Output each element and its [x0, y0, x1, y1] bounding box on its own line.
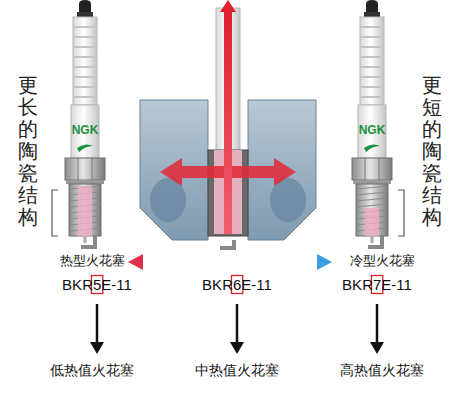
model-number: BKR5E-11 — [62, 276, 132, 294]
heat-value-label: 中热值火花塞 — [195, 362, 279, 379]
heat-value-label: 高热值火花塞 — [340, 362, 424, 379]
model-number: BKR7E-11 — [342, 276, 412, 294]
type-label: 冷型火花塞 — [350, 253, 415, 269]
brand-logo: NGK — [72, 123, 99, 137]
side-note: 更长的陶瓷结构 — [18, 74, 38, 228]
brand-logo: NGK — [359, 123, 386, 137]
heat-value-label: 低热值火花塞 — [50, 362, 134, 379]
type-label: 热型火花塞 — [60, 253, 125, 269]
model-number: BKR6E-11 — [202, 276, 272, 294]
side-note: 更短的陶瓷结构 — [422, 74, 442, 228]
